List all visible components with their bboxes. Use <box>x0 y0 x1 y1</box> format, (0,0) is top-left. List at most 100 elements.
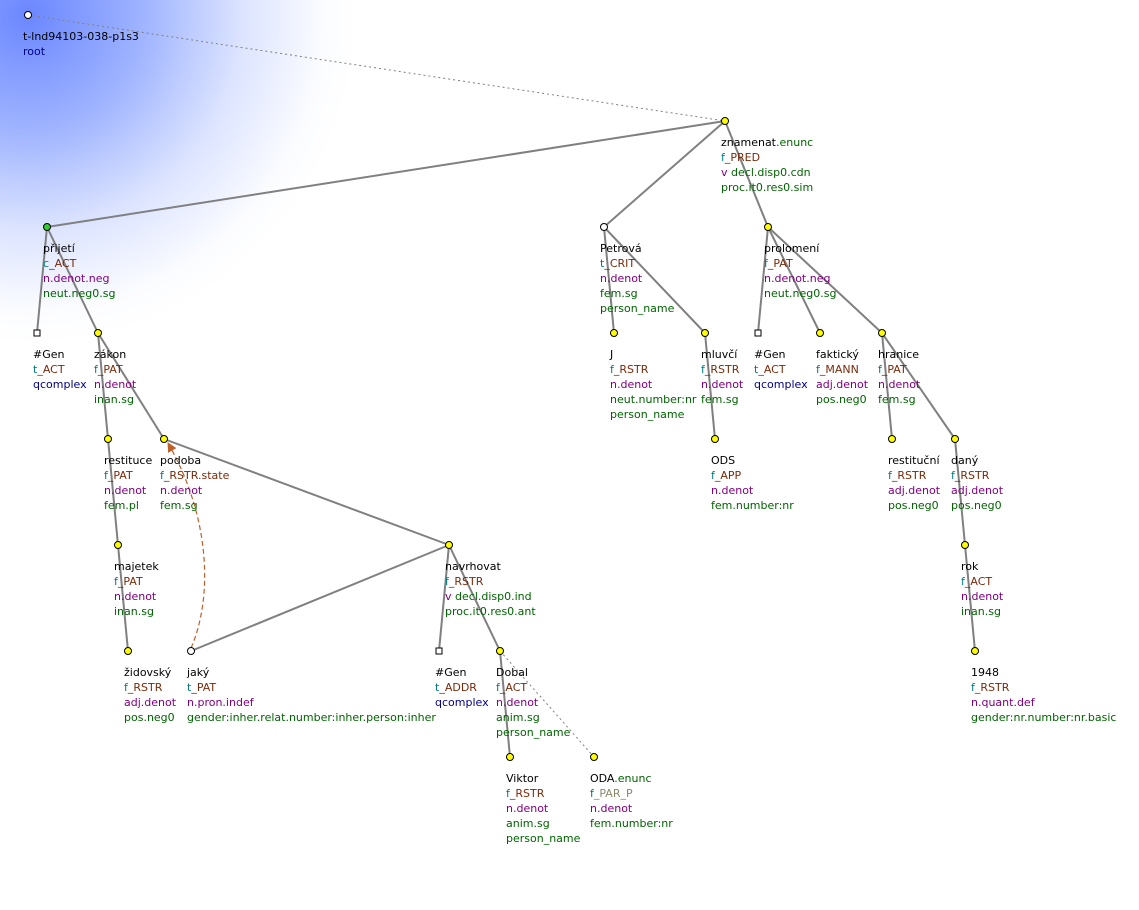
functor: c_ACT <box>43 256 115 271</box>
attr-line-0: n.denot <box>590 801 673 816</box>
node-prolomeni <box>764 223 772 231</box>
attr-text-2: decl.disp0.cdn <box>731 166 811 179</box>
functor-text: f_PAT <box>104 469 133 482</box>
lemma-text: daný <box>951 454 979 467</box>
root-func: root <box>23 45 46 58</box>
lemma: podoba <box>160 453 229 468</box>
edge-majetek-zidovsky <box>117 544 129 652</box>
lemma-text: Viktor <box>506 772 539 785</box>
attr-text: person_name <box>610 408 685 421</box>
functor-prefix: f <box>961 575 965 588</box>
node-j <box>610 329 618 337</box>
edge-prolomeni-hranice <box>767 226 883 334</box>
lemma-text: ODA <box>590 772 615 785</box>
functor-suffix: _ACT <box>964 575 993 588</box>
attr-text: pos.neg0 <box>816 393 867 406</box>
functor-prefix: f <box>124 681 128 694</box>
attr-line-0: n.denot.neg <box>764 271 836 286</box>
lemma: jaký <box>187 665 436 680</box>
edge-zakon-restituce <box>97 332 109 440</box>
functor: f_RSTR <box>506 786 580 801</box>
attr-line-0: n.quant.def <box>971 695 1116 710</box>
edge-znamenat-prijeti <box>46 120 726 228</box>
functor: t_CRIT <box>600 256 674 271</box>
lemma: židovský <box>124 665 176 680</box>
node-zidovsky <box>124 647 132 655</box>
attr-line-0: n.denot <box>711 483 794 498</box>
node-viktor <box>506 753 514 761</box>
functor: f_RSTR <box>701 362 743 377</box>
lemma-text: hranice <box>878 348 920 361</box>
attr-line-0: v decl.disp0.ind <box>445 589 536 604</box>
functor: t_ACT <box>33 362 87 377</box>
lemma: #Gen <box>33 347 87 362</box>
node-hranice <box>878 329 886 337</box>
functor: f_PAT <box>114 574 159 589</box>
lemma-text: podoba <box>160 454 202 467</box>
functor-prefix: f <box>160 469 164 482</box>
attr-line-0: n.pron.indef <box>187 695 436 710</box>
attr-line-1: proc.it0.res0.sim <box>721 180 813 195</box>
attr-line-1: pos.neg0 <box>951 498 1003 513</box>
attr-line-0: qcomplex <box>435 695 489 710</box>
node-jaky <box>187 647 195 655</box>
lemma-text: zákon <box>94 348 127 361</box>
functor-suffix: _RSTR <box>127 681 163 694</box>
lemma: 1948 <box>971 665 1116 680</box>
functor: f_RSTR <box>610 362 696 377</box>
functor-prefix: t <box>33 363 38 376</box>
edge-navrhovat-jaky <box>190 544 450 652</box>
edge-znamenat-petrova <box>603 120 726 228</box>
lemma-text: jaký <box>187 666 210 679</box>
lemma-text: znamenat <box>721 136 776 149</box>
lemma: daný <box>951 453 1003 468</box>
node-navrhovat <box>445 541 453 549</box>
attr-line-1: fem.number:nr <box>590 816 673 831</box>
attr-line-0: n.denot <box>104 483 152 498</box>
attr-text: person_name <box>600 302 675 315</box>
functor: f_PAT <box>878 362 920 377</box>
attr-text: n.denot <box>961 590 1004 603</box>
attr-line-1: fem.sg <box>600 286 674 301</box>
functor-suffix: _RSTR <box>613 363 649 376</box>
functor-prefix: t <box>754 363 759 376</box>
functor-text: f_RSTR <box>445 575 483 588</box>
edge-rok-n1948 <box>964 544 976 652</box>
lemma: faktický <box>816 347 868 362</box>
functor-prefix: f <box>816 363 820 376</box>
functor-text: f_RSTR <box>971 681 1009 694</box>
attr-line-1: neut.neg0.sg <box>764 286 836 301</box>
edge-prijeti-zakon <box>46 226 99 334</box>
lemma-text: židovský <box>124 666 172 679</box>
lemma-text: #Gen <box>435 666 467 679</box>
functor-prefix: f <box>496 681 500 694</box>
functor-suffix: _CRIT <box>604 257 636 270</box>
label-root: t-lnd94103-038-p1s3 root <box>23 29 139 59</box>
functor-prefix: f <box>506 787 510 800</box>
functor-text: f_RSTR <box>701 363 739 376</box>
functor-prefix: f <box>971 681 975 694</box>
functor-prefix: f <box>721 151 725 164</box>
edge-prolomeni-fakticky <box>767 226 821 334</box>
attr-text: person_name <box>506 832 581 845</box>
lemma: hranice <box>878 347 920 362</box>
attr-text: fem.pl <box>104 499 139 512</box>
node-prijeti <box>43 223 51 231</box>
functor-prefix: f <box>94 363 98 376</box>
functor-text: t_ADDR <box>435 681 477 694</box>
edge-navrhovat-gen2 <box>438 544 450 652</box>
root-id: t-lnd94103-038-p1s3 <box>23 30 139 43</box>
attr-line-2: person_name <box>600 301 674 316</box>
lemma: ODS <box>711 453 794 468</box>
attr-line-0: adj.denot <box>951 483 1003 498</box>
functor-prefix: f <box>888 469 892 482</box>
functor-suffix: _ACT <box>37 363 65 376</box>
functor-text: f_PAT <box>94 363 123 376</box>
lemma-text: rok <box>961 560 979 573</box>
functor: f_PAT <box>94 362 136 377</box>
